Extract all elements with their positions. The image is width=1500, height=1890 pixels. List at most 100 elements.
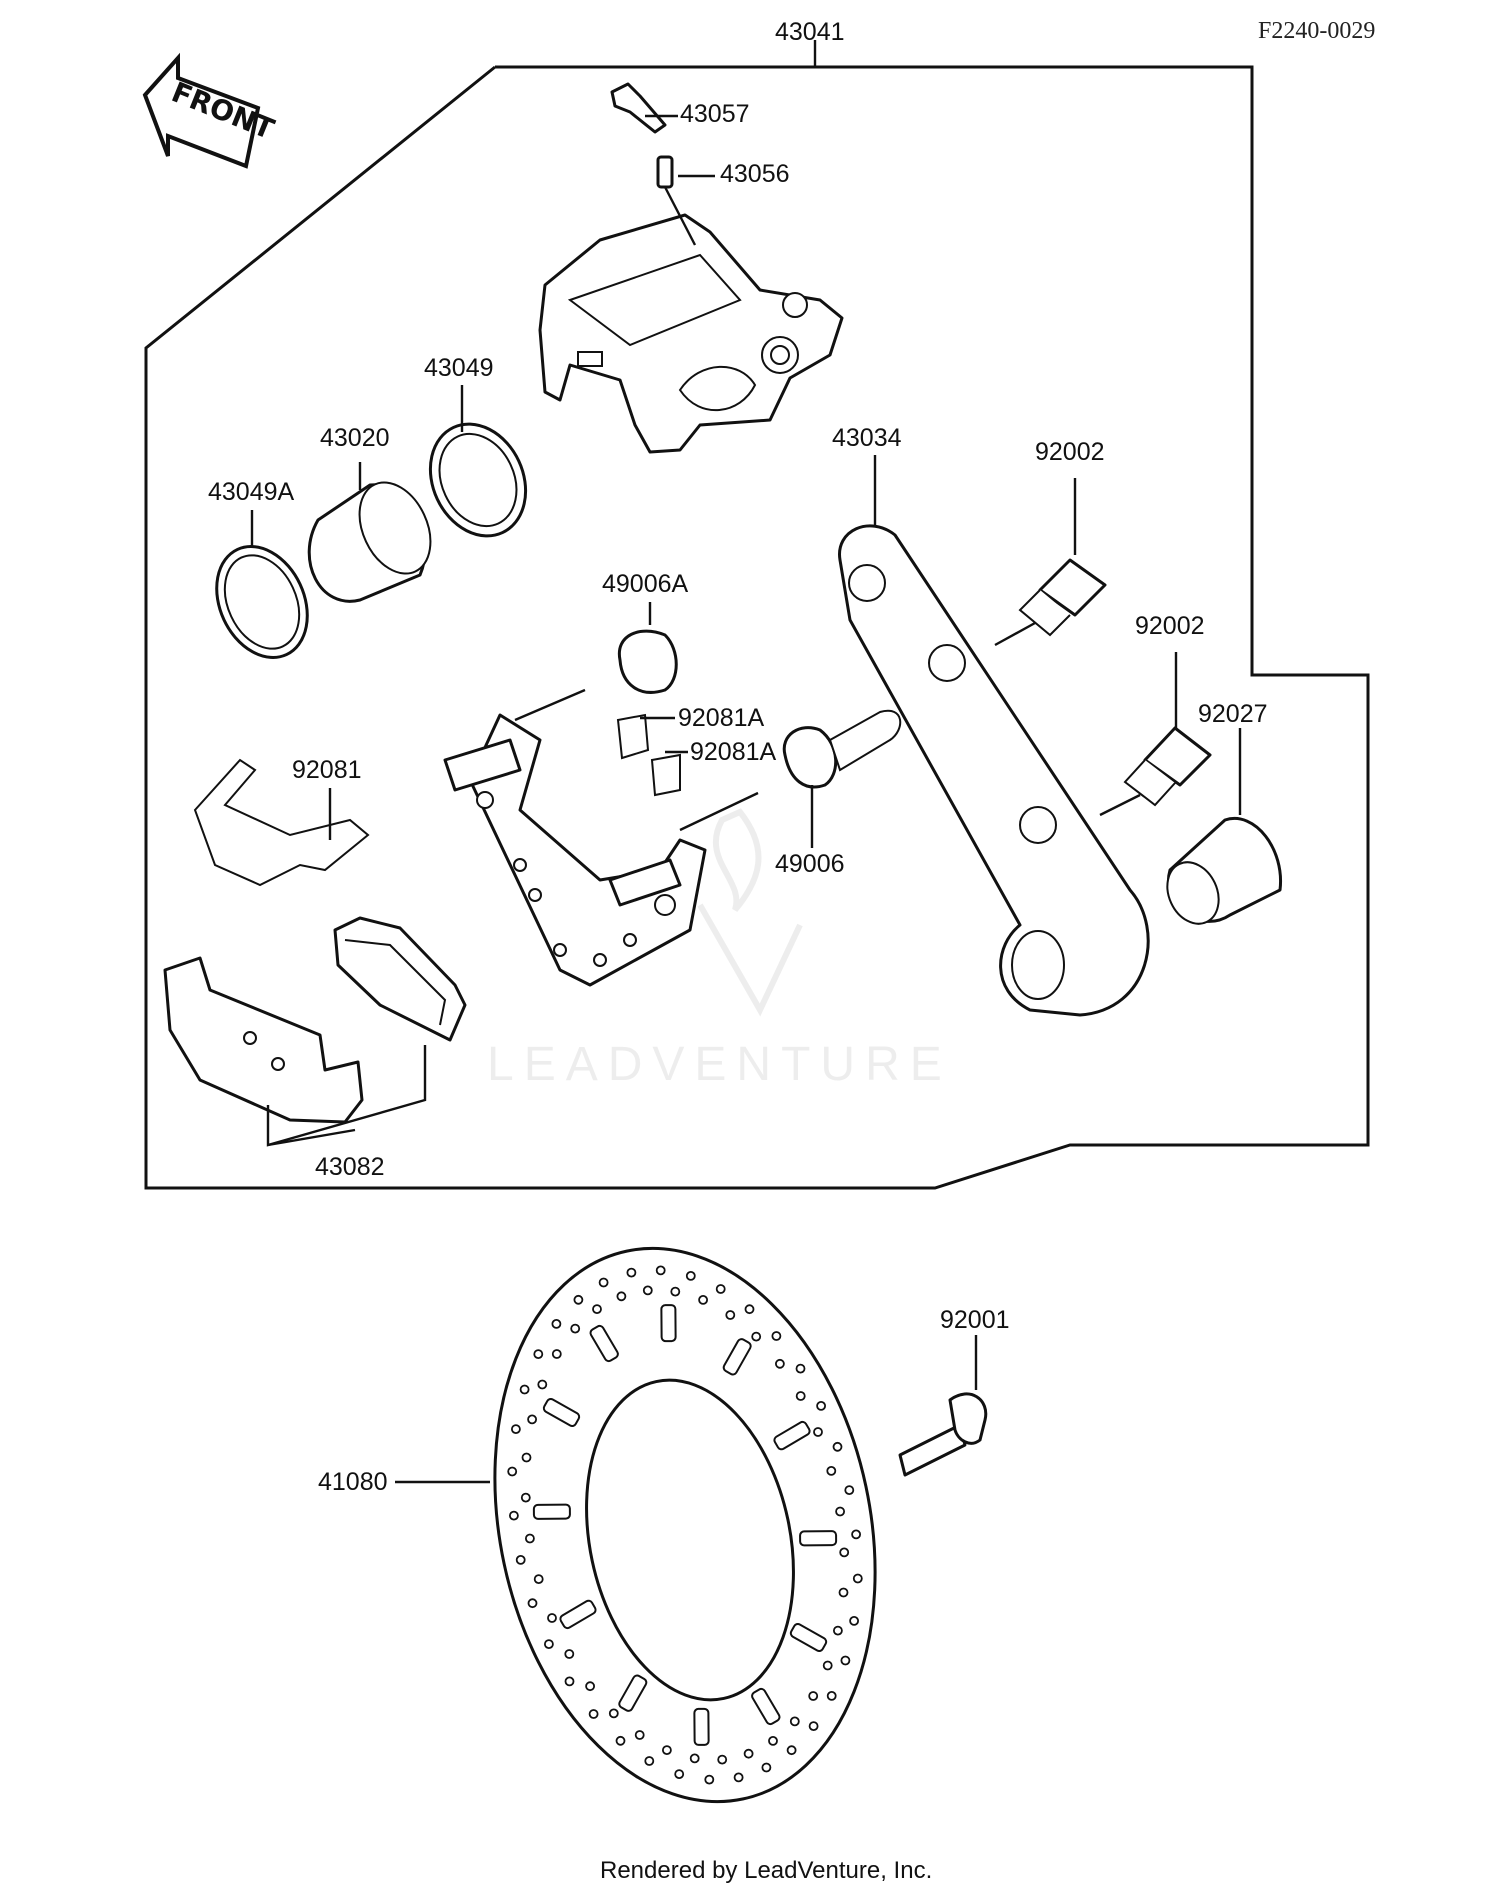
disc-slot bbox=[773, 1420, 811, 1451]
vent-hole bbox=[507, 1466, 518, 1477]
disc-slot bbox=[542, 1397, 581, 1428]
label-43049: 43049 bbox=[424, 354, 494, 382]
vent-hole bbox=[570, 1323, 581, 1334]
vent-hole bbox=[849, 1616, 859, 1626]
vent-hole bbox=[547, 1613, 557, 1623]
vent-hole bbox=[551, 1319, 562, 1329]
vent-hole bbox=[515, 1555, 526, 1565]
pin-boot-upper bbox=[617, 629, 678, 694]
vent-hole bbox=[751, 1331, 762, 1342]
bolt-upper bbox=[994, 558, 1107, 647]
vent-hole bbox=[833, 1625, 843, 1636]
dust-seal bbox=[215, 545, 309, 659]
label-92002-upper: 92002 bbox=[1035, 438, 1105, 466]
vent-hole bbox=[698, 1295, 708, 1305]
vent-hole bbox=[844, 1485, 855, 1495]
vent-hole bbox=[795, 1391, 806, 1401]
disc-slots bbox=[532, 1304, 838, 1746]
vent-hole bbox=[608, 1708, 619, 1719]
vent-hole bbox=[592, 1304, 602, 1314]
vent-hole bbox=[717, 1754, 728, 1765]
label-49006A: 49006A bbox=[602, 570, 689, 598]
bleeder-cap bbox=[610, 82, 667, 134]
disc-slot bbox=[722, 1338, 752, 1376]
vent-hole bbox=[509, 1510, 519, 1521]
label-43020: 43020 bbox=[320, 424, 390, 452]
disc-slot bbox=[693, 1707, 710, 1746]
vent-hole bbox=[775, 1358, 785, 1369]
vent-hole bbox=[615, 1735, 626, 1746]
vent-hole bbox=[826, 1691, 837, 1701]
vent-hole bbox=[743, 1748, 754, 1759]
label-43082: 43082 bbox=[315, 1153, 385, 1181]
caliper-piston bbox=[307, 481, 432, 603]
vent-hole bbox=[551, 1349, 562, 1359]
brake-pad-front bbox=[163, 956, 364, 1124]
caliper-body bbox=[538, 213, 844, 454]
vent-hole bbox=[642, 1285, 653, 1296]
disc-slot bbox=[660, 1304, 677, 1343]
vent-hole bbox=[826, 1466, 837, 1476]
disc-slot bbox=[618, 1674, 648, 1712]
vent-hole bbox=[786, 1745, 797, 1756]
vent-hole bbox=[725, 1310, 736, 1320]
vent-hole bbox=[744, 1304, 755, 1315]
collar-sleeve bbox=[1166, 817, 1283, 925]
pad-spring-clip-upper bbox=[616, 713, 650, 760]
vent-hole bbox=[527, 1414, 537, 1425]
vent-hole bbox=[808, 1691, 819, 1701]
part-labels: 43041 43057 43056 43049 43020 43049A 430… bbox=[208, 18, 1268, 1496]
vent-hole bbox=[851, 1529, 861, 1540]
leader-lines bbox=[250, 40, 1242, 1484]
label-92081: 92081 bbox=[292, 756, 362, 784]
vent-hole bbox=[689, 1753, 700, 1764]
vent-hole bbox=[521, 1452, 532, 1463]
brake-pad-rear bbox=[333, 916, 467, 1042]
vent-hole bbox=[588, 1709, 599, 1719]
vent-hole bbox=[527, 1598, 538, 1609]
label-43034: 43034 bbox=[832, 424, 902, 452]
label-43057: 43057 bbox=[680, 100, 750, 128]
vent-hole bbox=[832, 1441, 843, 1452]
vent-hole bbox=[822, 1660, 833, 1671]
disc-bolt bbox=[898, 1392, 988, 1477]
vent-hole bbox=[644, 1756, 655, 1766]
disc-vent-holes bbox=[507, 1265, 863, 1785]
vent-hole bbox=[544, 1639, 554, 1649]
vent-hole bbox=[674, 1769, 685, 1779]
vent-hole bbox=[704, 1774, 715, 1785]
vent-hole bbox=[598, 1277, 609, 1288]
pin-boot-lower bbox=[782, 709, 902, 789]
disc-slot bbox=[589, 1324, 619, 1363]
label-92027: 92027 bbox=[1198, 700, 1268, 728]
vent-hole bbox=[838, 1587, 849, 1598]
anti-rattle-spring bbox=[193, 758, 370, 887]
vent-hole bbox=[839, 1547, 850, 1558]
watermark-text: LEADVENTURE bbox=[487, 1038, 952, 1091]
vent-hole bbox=[564, 1649, 575, 1659]
brake-disc bbox=[493, 1246, 877, 1804]
vent-hole bbox=[768, 1736, 778, 1746]
vent-hole bbox=[537, 1379, 548, 1390]
disc-slot bbox=[559, 1599, 597, 1630]
vent-hole bbox=[840, 1655, 851, 1666]
diagram-code: F2240-0029 bbox=[1258, 18, 1375, 44]
vent-hole bbox=[585, 1681, 595, 1692]
vent-hole bbox=[771, 1331, 782, 1341]
disc-slot bbox=[789, 1622, 828, 1653]
caliper-bracket bbox=[443, 688, 759, 987]
vent-hole bbox=[835, 1506, 845, 1517]
pad-bracket-leader bbox=[266, 1045, 427, 1147]
vent-hole bbox=[813, 1427, 823, 1437]
vent-hole bbox=[670, 1286, 681, 1297]
vent-hole bbox=[685, 1271, 696, 1281]
disc-slot bbox=[751, 1687, 781, 1726]
label-43049A: 43049A bbox=[208, 478, 295, 506]
label-49006: 49006 bbox=[775, 850, 845, 878]
vent-hole bbox=[626, 1267, 637, 1278]
vent-hole bbox=[808, 1721, 819, 1731]
vent-hole bbox=[525, 1533, 535, 1544]
vent-hole bbox=[616, 1291, 627, 1302]
piston-seal bbox=[428, 422, 528, 538]
